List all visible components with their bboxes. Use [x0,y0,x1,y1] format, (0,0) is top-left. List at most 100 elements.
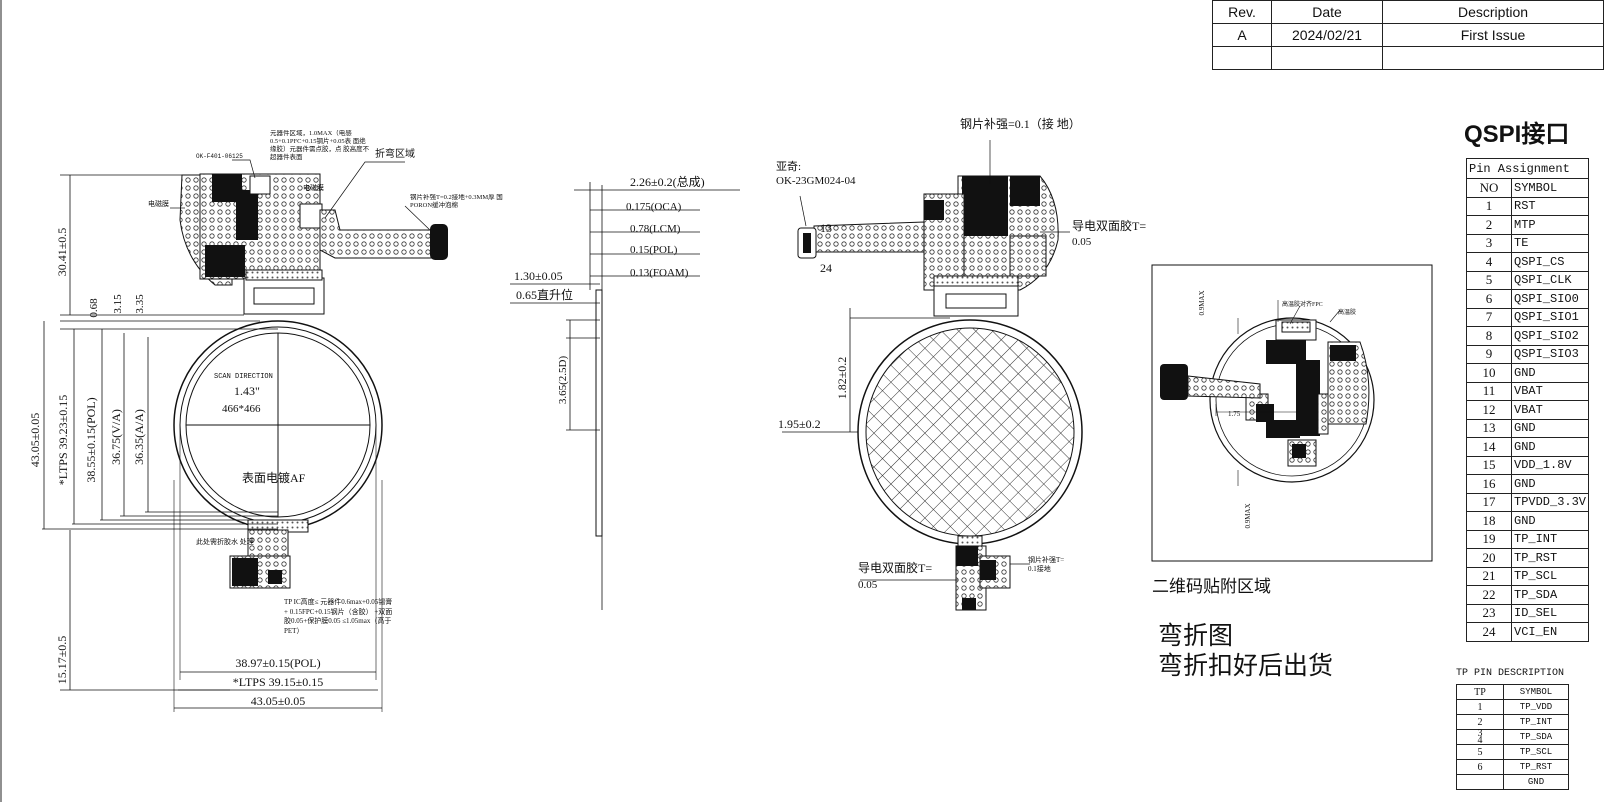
hi-temp-tape-align-label: 高温胶对齐FPC [1282,300,1323,308]
dim-height-total: 30.41±0.5 [55,228,69,277]
pin-symbol: GND [1510,437,1590,457]
dim-ltps: *LTPS 39.23±0.15 [56,395,70,486]
pin-number: 20 [1466,548,1512,568]
description-cell [1382,46,1604,70]
dim-175: 1.75 [1228,410,1241,418]
panel-size-label: 1.43" [234,384,260,398]
stack-total: 2.26±0.2(总成) [630,175,705,189]
steel-stiffener-note: 钢片补强T=0.2接地+0.3MM厚 国PORON缓冲泡棉 [410,194,503,209]
connector-pin-24: 24 [820,261,832,275]
scan-direction-label: SCAN DIRECTION [214,373,273,381]
rev-header: Rev. [1212,0,1272,24]
pin-symbol: QSPI_SIO1 [1510,307,1590,327]
glue-note: 此处需折胶水 处理 [196,538,254,546]
steel-stiffener-label: 钢片补强=0.1（接 地） [960,116,1081,131]
pin-number: 16 [1466,474,1512,494]
revision-table: Rev. Date Description A 2024/02/21 First… [1212,0,1604,70]
hi-temp-tape-label: 高温胶 [1338,308,1356,316]
rev-cell: A [1212,23,1272,47]
pin-symbol: VDD_1.8V [1510,455,1590,475]
qspi-title: QSPI接口 [1464,121,1570,148]
rise-label: 0.65直升位 [516,287,573,302]
tp-symbol-header: SYMBOL [1503,684,1569,700]
dim-068: 0.68 [88,298,100,318]
stack-oca: 0.175(OCA) [626,201,682,213]
pin-number: 3 [1466,233,1512,253]
pin-symbol: TP_INT [1510,529,1590,549]
date-header: Date [1271,0,1383,24]
fpc-part-number: OK-F401-06125 [196,153,243,160]
stack-pol: 0.15(POL) [630,244,678,256]
dim-182: 1.82±0.2 [835,357,849,400]
dim-130: 1.30±0.05 [514,269,563,283]
tp-ic-height-note: TP IC高度≤ 元器件0.6max+0.05锡膏+ 0.15FPC+0.15钢… [284,598,393,635]
pin-number: 24 [1466,622,1512,642]
pin-table-caption: Pin Assignment [1465,158,1590,179]
dim-365: 3.65(2.5D) [557,356,569,405]
dim-09-bottom: 0.9MAX [1244,503,1252,528]
pin-symbol: TPVDD_3.3V [1510,492,1590,512]
connector-part: OK-23GM024-04 [776,175,856,187]
tp-pin-row: GND [1456,774,1569,790]
dim-09-top: 0.9MAX [1198,290,1206,315]
pin-symbol: TE [1510,233,1590,253]
resolution-label: 466*466 [222,403,261,415]
connector-pin-13: 13 [820,221,832,235]
stack-foam: 0.13(FOAM) [630,267,689,279]
emi-film-label-2: 电磁膜 [303,183,324,192]
date-cell [1271,46,1383,70]
bent-view: 0.9MAX 1.75 0.9MAX 高温胶对齐FPC 高温胶 二维码贴附区域 … [1151,264,1433,680]
side-view: 2.26±0.2(总成) 0.175(OCA) 0.78(LCM) 0.15(P… [510,175,740,610]
bent-view-title: 弯折图 [1158,622,1233,650]
pin-symbol: TP_SDA [1510,585,1590,605]
conductive-tape-label-2: 导电双面胶T= [858,560,932,575]
rev-cell [1212,46,1272,70]
pin-symbol: QSPI_CLK [1510,270,1590,290]
emi-film-label: 电磁膜 [148,199,169,208]
dim-width-outer: 43.05±0.05 [251,694,306,708]
pin-symbol-header: SYMBOL [1510,178,1590,198]
pin-number: 23 [1466,603,1512,623]
front-view: 30.41±0.5 0.68 3.15 3.35 43.05±0.05 *LTP… [28,130,503,712]
dim-aa: 36.35(A/A) [132,409,146,465]
conductive-tape-value: 0.05 [1072,236,1092,248]
dim-pol: 38.55±0.15(POL) [84,397,98,482]
pin-number: 22 [1466,585,1512,605]
dim-outer: 43.05±0.05 [28,413,42,468]
fold-area-label: 折弯区域 [375,147,415,160]
pin-symbol: MTP [1510,215,1590,235]
pin-number: 14 [1466,437,1512,457]
pin-number: 17 [1466,492,1512,512]
dim-335: 3.35 [134,294,146,314]
tp-pin-symbol: GND [1503,774,1569,790]
dim-315: 3.15 [112,294,124,314]
qr-code-area-label: 二维码贴附区域 [1152,577,1271,596]
pin-no-header: NO [1466,178,1512,198]
bent-view-subtitle: 弯折扣好后出货 [1158,652,1333,680]
pin-symbol: VCI_EN [1510,622,1590,642]
dim-va: 36.75(V/A) [109,409,123,465]
pin-symbol: RST [1510,196,1590,216]
components-note: 元器件区域，1.0MAX（电感 0.5+0.1PFC+0.15钢片+0.05表 … [270,130,370,161]
stack-lcm: 0.78(LCM) [630,223,681,235]
pin-number: 18 [1466,511,1512,531]
